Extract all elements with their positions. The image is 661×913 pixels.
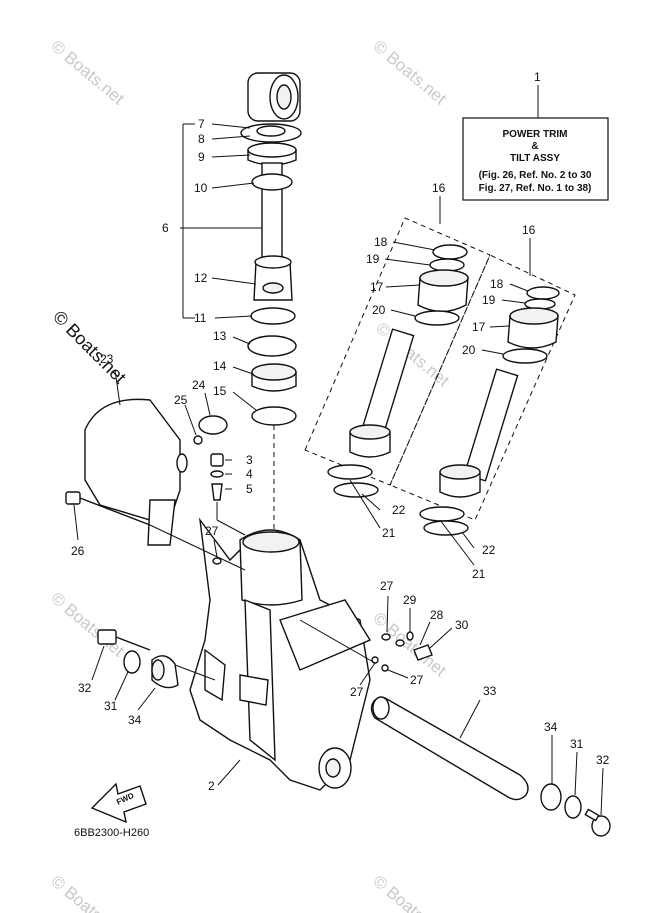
callout-33: 33 [483, 684, 497, 698]
callout-31b: 31 [570, 737, 584, 751]
callout-2: 2 [208, 779, 215, 793]
callout-27c: 27 [350, 685, 364, 699]
callout-27b: 27 [380, 579, 394, 593]
callout-labels: 1 2 3 4 5 6 7 8 9 10 11 12 13 14 15 16 1… [71, 70, 610, 793]
callout-11: 11 [194, 311, 207, 325]
callout-18b: 18 [490, 277, 504, 291]
callout-6: 6 [162, 221, 169, 235]
bracket-body [189, 517, 372, 791]
callout-29: 29 [403, 593, 417, 607]
callout-10: 10 [194, 181, 208, 195]
tilt-cylinder-group [240, 72, 302, 530]
callout-32a: 32 [78, 681, 92, 695]
callout-19b: 19 [482, 293, 496, 307]
assy-box-line2: & [531, 141, 538, 152]
cover-23-group [65, 369, 246, 571]
diagram-code: 6BB2300-H260 [74, 827, 149, 839]
callout-30: 30 [455, 618, 469, 632]
callout-31a: 31 [104, 699, 118, 713]
tilt-tube-group [91, 629, 611, 837]
callout-8: 8 [198, 132, 205, 146]
callout-24: 24 [192, 378, 206, 392]
callout-27a: 27 [205, 524, 219, 538]
fwd-arrow: FWD [90, 782, 147, 824]
callout-34b: 34 [544, 720, 558, 734]
callout-14: 14 [213, 359, 227, 373]
callout-9: 9 [198, 150, 205, 164]
callout-20a: 20 [372, 303, 386, 317]
small-parts-group [210, 453, 453, 686]
callout-27d: 27 [410, 673, 424, 687]
trim-cylinders-group [304, 196, 576, 566]
callout-16b: 16 [522, 223, 536, 237]
callout-21b: 21 [472, 567, 486, 581]
callout-28: 28 [430, 608, 444, 622]
callout-15: 15 [213, 384, 227, 398]
callout-26: 26 [71, 544, 85, 558]
assy-box-frame [462, 117, 609, 201]
watermark-bottom-left: © Boats.net [47, 872, 128, 913]
callout-17b: 17 [472, 320, 486, 334]
callout-17a: 17 [370, 280, 384, 294]
callout-13: 13 [213, 329, 227, 343]
assy-box-line5: Fig. 27, Ref. No. 1 to 38) [479, 183, 592, 194]
callout-32b: 32 [596, 753, 610, 767]
callout-20b: 20 [462, 343, 476, 357]
assy-box-line1: POWER TRIM [503, 129, 568, 140]
callout-12: 12 [194, 271, 208, 285]
callout-16a: 16 [432, 181, 446, 195]
watermark-top-left: © Boats.net [47, 37, 128, 109]
left-bracket [180, 123, 262, 411]
watermark-bottom-right: © Boats.net [369, 872, 450, 913]
watermark-lower-left: © Boats.net [47, 589, 128, 661]
callout-1: 1 [534, 70, 541, 84]
callout-18a: 18 [374, 235, 388, 249]
callout-25: 25 [174, 393, 188, 407]
callout-3: 3 [246, 453, 253, 467]
watermark-top-right: © Boats.net [369, 37, 450, 109]
assy-box: POWER TRIM & TILT ASSY (Fig. 26, Ref. No… [462, 85, 609, 201]
callout-4: 4 [246, 467, 253, 481]
callout-23: 23 [100, 352, 114, 366]
watermark-left-large: © Boats.net [49, 307, 130, 388]
callout-19a: 19 [366, 252, 380, 266]
callout-22a: 22 [392, 503, 406, 517]
callout-34a: 34 [128, 713, 142, 727]
callout-7: 7 [198, 117, 205, 131]
assy-box-line4: (Fig. 26, Ref. No. 2 to 30 [479, 170, 592, 181]
assy-box-line3: TILT ASSY [510, 153, 560, 164]
callout-5: 5 [246, 482, 253, 496]
callout-22b: 22 [482, 543, 496, 557]
callout-21a: 21 [382, 526, 396, 540]
